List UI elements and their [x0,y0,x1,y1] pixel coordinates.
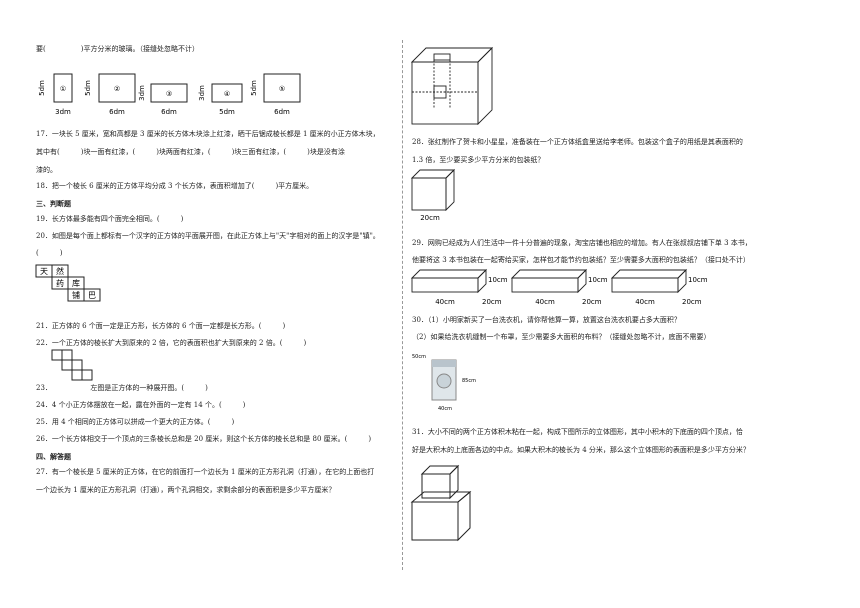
q23: 23． 左图是正方体的一种展开图。( ) [36,384,208,392]
q31-line-2: 好是大积木的上底面各边的中点。如果大积木的棱长为 4 分米，那么这个立体图形的表… [412,446,750,454]
net-cell-6: 巴 [88,291,96,300]
q29-line-2: 他要将这 3 本书包装在一起寄给买家，怎样包才能节约包装纸？至少需要多大面积的包… [412,256,750,264]
book-1-length: 40cm [435,298,455,306]
book-2-length: 40cm [535,298,555,306]
net-shape-figure [51,349,93,381]
rect-2-width: 6dm [109,108,125,116]
net-cell-1: 天 [40,267,48,276]
q19: 19．长方体最多能有四个面完全相同。( ) [36,215,184,223]
q24: 24．4 个小正方体摆放在一起，露在外面的一定有 14 个。( ) [36,401,246,409]
net-cell-3: 药 [56,278,64,288]
net-cell-2: 然 [56,266,64,276]
washer-width-label: 50cm [412,354,426,360]
cube-edge-label: 20cm [420,214,440,222]
rect-2-num: ② [114,85,120,93]
q17-line-3: 漆的。 [36,166,57,174]
q31-line-1: 31．大小不同的两个正方体积木粘在一起，构成下图所示的立体图形，其中小积木的下底… [412,428,743,436]
books-figure: 10cm 40cm 20cm 10cm 40cm 20cm 10cm 40cm … [410,268,708,306]
rect-3-height: 3dm [138,85,146,101]
book-1-width: 20cm [482,298,502,306]
q30-part-1: 30．（1）小明家新买了一台洗衣机，请你帮他算一算，放置这台洗衣机要占多大面积？ [412,316,681,324]
rect-3-num: ③ [166,90,172,98]
rect-3: ③ 3dm 6dm [138,83,188,116]
q27-line-2: 一个边长为 1 厘米的正方形孔洞（打通），两个孔洞相交，求剩余部分的表面积是多少… [36,486,336,494]
rect-5-width: 6dm [274,108,290,116]
washer-height-label: 85cm [462,378,476,384]
book-3-height: 10cm [688,276,708,284]
net-cell-5: 铺 [72,290,80,300]
q30-part-2: （2）如果给洗衣机缝制一个布罩，至少需要多大面积的布料？（接缝处忽略不计，底面不… [412,333,711,341]
rect-1-num: ① [60,85,66,93]
cube-net-figure: 天 然 药 库 铺 巴 [35,264,101,302]
column-divider [402,40,403,570]
rect-4-height: 3dm [198,85,206,101]
book-1 [410,268,488,294]
rect-4: ④ 3dm 5dm [198,83,243,116]
book-1-height: 10cm [488,276,508,284]
gift-box-cube-figure: 20cm [410,168,456,222]
q28-line-2: 1.3 倍，至少要买多少平方分米的包装纸？ [412,156,545,164]
book-3 [610,268,688,294]
section-solution-title: 四、解答题 [36,452,71,461]
q17-line-1: 17．一块长 5 厘米，宽和高都是 3 厘米的长方体木块涂上红漆，晒干后锯成棱长… [36,130,380,138]
q27-line-1: 27．有一个棱长是 5 厘米的正方体，在它的前面打一个边长为 1 厘米的正方形孔… [36,468,375,476]
book-2-height: 10cm [588,276,608,284]
stacked-cubes-figure [410,464,472,542]
q17-line-2: 其中有( )块一面有红漆，( )块两面有红漆，( )块三面有红漆，( )块是没有… [36,148,345,156]
rect-4-width: 5dm [219,108,235,116]
q22: 22．一个正方体的棱长扩大到原来的 2 倍，它的表面积也扩大到原来的 2 倍。(… [36,339,307,347]
small-cube [420,464,460,500]
section-judgement-title: 三、判断题 [36,199,71,208]
rect-5-height: 5dm [250,80,258,96]
washer-depth-label: 40cm [438,406,452,412]
rect-4-num: ④ [224,90,230,98]
q26: 26．一个长方体相交于一个顶点的三条棱长总和是 20 厘米，则这个长方体的棱长总… [36,435,372,443]
q20-line-1: 20．如图是每个面上都标有一个汉字的正方体的平面展开图，在此正方体上与"天"字相… [36,232,380,240]
q25: 25．用 4 个相同的正方体可以拼成一个更大的正方体。( ) [36,418,235,426]
book-2 [510,268,588,294]
rect-5-num: ⑤ [279,85,285,93]
rect-1: ① 5dm 3dm [38,73,73,116]
hollow-cube-figure [410,46,494,126]
book-3-length: 40cm [635,298,655,306]
rect-1-height: 5dm [38,80,46,96]
rect-1-width: 3dm [55,108,71,116]
q18: 18．把一个棱长 6 厘米的正方体平均分成 3 个长方体，表面积增加了( )平方… [36,182,314,190]
rect-2-height: 5dm [84,80,92,96]
rectangles-figure: ① 5dm 3dm ② 5dm 6dm ③ 3dm 6dm ④ 3dm 5dm ⑤ 5dm 6dm [38,73,301,116]
rect-2: ② 5dm 6dm [84,73,136,116]
q28-line-1: 28．张红制作了贺卡和小星星，准备装在一个正方体纸盒里送给李老师。包装这个盒子的… [412,138,743,146]
q29-line-1: 29．网购已经成为人们生活中一件十分普遍的现象，淘宝店铺也相应的增加。有人在张叔… [412,239,752,247]
large-cube [410,490,472,542]
net-cell-4: 库 [72,278,80,288]
washing-machine-figure: 50cm 85cm 40cm [412,354,476,412]
rect-3-width: 6dm [161,108,177,116]
q21: 21．正方体的 6 个面一定是正方形，长方体的 6 个面一定都是长方形。( ) [36,322,286,330]
book-3-width: 20cm [682,298,702,306]
book-2-width: 20cm [582,298,602,306]
q16-continuation: 要( )平方分米的玻璃。（接缝处忽略不计） [36,45,199,53]
rect-5: ⑤ 5dm 6dm [250,73,301,116]
q20-line-2: ( ) [36,249,63,257]
